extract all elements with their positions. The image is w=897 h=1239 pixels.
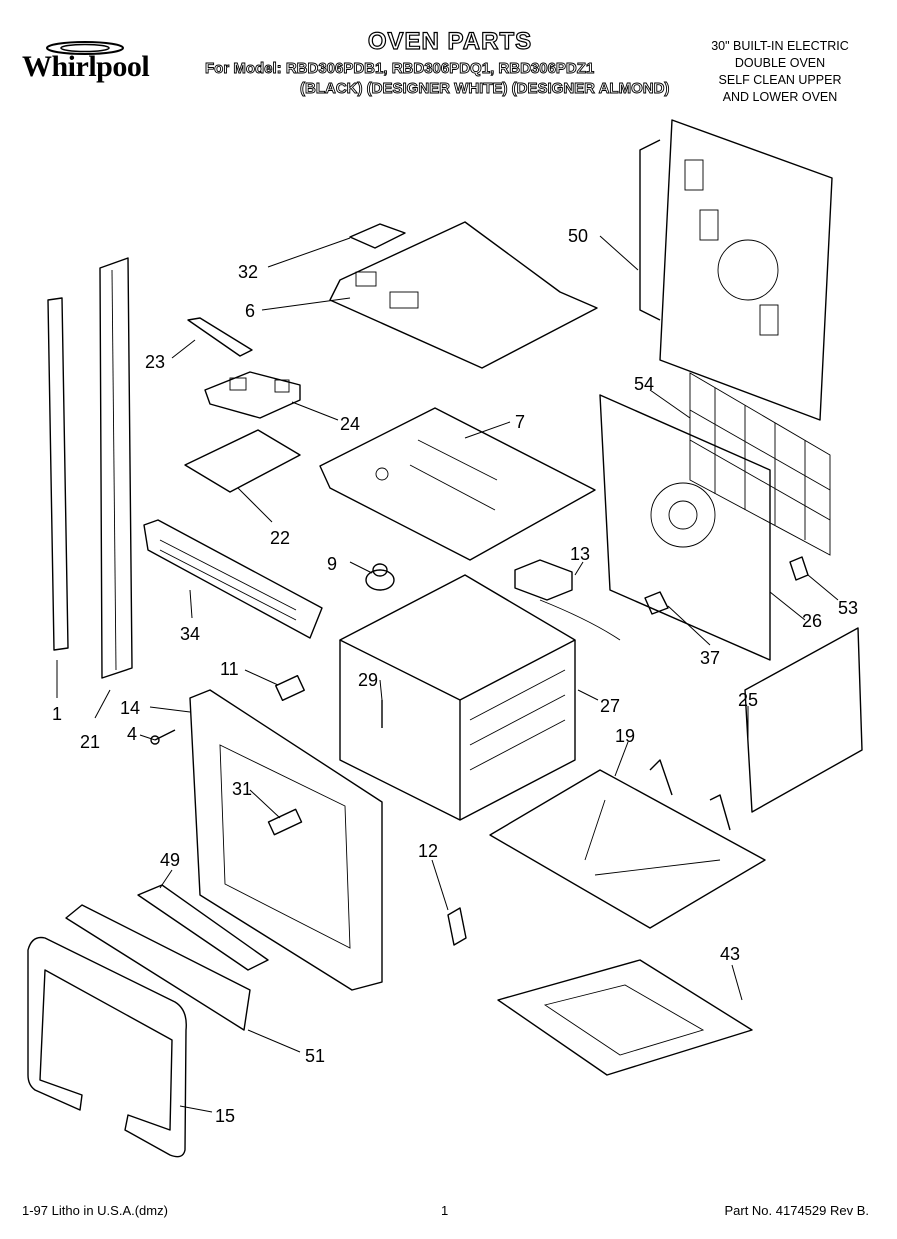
callout-19: 19 bbox=[615, 726, 635, 746]
leader-lines bbox=[56, 235, 839, 1113]
part-32-small-plate bbox=[349, 223, 406, 249]
part-14-front-frame bbox=[189, 689, 383, 991]
part-25-side-panel bbox=[744, 627, 863, 813]
callout-15: 15 bbox=[215, 1106, 235, 1126]
part-37-clip bbox=[644, 591, 669, 615]
part-34-control-panel bbox=[143, 519, 323, 639]
callout-25: 25 bbox=[738, 690, 758, 710]
callout-54: 54 bbox=[634, 374, 654, 394]
brand-name: Whirlpool bbox=[22, 50, 150, 83]
part-9-thermostat bbox=[365, 563, 395, 591]
callout-4: 4 bbox=[127, 724, 137, 744]
logo-swirl-icon bbox=[46, 41, 124, 55]
callout-23: 23 bbox=[145, 352, 165, 372]
callout-7: 7 bbox=[515, 412, 525, 432]
callout-49: 49 bbox=[160, 850, 180, 870]
callout-24: 24 bbox=[340, 414, 360, 434]
part-53-clip bbox=[789, 556, 809, 581]
footer-page-number: 1 bbox=[441, 1203, 449, 1218]
callout-labels: 50 32 6 23 54 24 7 22 9 13 53 26 34 37 1… bbox=[52, 226, 858, 1126]
part-21-side-frame bbox=[99, 257, 133, 679]
part-13-element bbox=[514, 559, 621, 641]
footer-print-info: 1-97 Litho in U.S.A.(dmz) bbox=[22, 1203, 168, 1218]
callout-37: 37 bbox=[700, 648, 720, 668]
part-11-switch bbox=[275, 674, 305, 702]
part-22-plate bbox=[184, 429, 301, 493]
part-31-light-socket bbox=[267, 808, 303, 836]
description-line: DOUBLE OVEN bbox=[734, 56, 826, 70]
part-54-wire-grid bbox=[689, 372, 831, 556]
callout-14: 14 bbox=[120, 698, 140, 718]
callout-9: 9 bbox=[327, 554, 337, 574]
callout-11: 11 bbox=[220, 659, 239, 679]
part-19-bottom-tray bbox=[489, 759, 766, 929]
part-1-trim-strip bbox=[47, 297, 69, 651]
callout-21: 21 bbox=[80, 732, 100, 752]
part-6-top-cover bbox=[329, 221, 598, 369]
part-43-base-pan bbox=[497, 959, 753, 1076]
part-50-rear-panel bbox=[639, 119, 833, 421]
part-54-back-wall bbox=[599, 394, 771, 661]
callout-50: 50 bbox=[568, 226, 588, 246]
description-line: SELF CLEAN UPPER bbox=[718, 73, 842, 87]
callout-31: 31 bbox=[232, 779, 252, 799]
callout-32: 32 bbox=[238, 262, 258, 282]
product-description: 30" BUILT-IN ELECTRIC DOUBLE OVEN SELF C… bbox=[690, 38, 870, 106]
callout-22: 22 bbox=[270, 528, 290, 548]
model-numbers: For Model: RBD306PDB1, RBD306PDQ1, RBD30… bbox=[205, 60, 595, 78]
page-title: OVEN PARTS bbox=[367, 27, 533, 55]
footer-part-number: Part No. 4174529 Rev B. bbox=[724, 1203, 869, 1218]
part-12-latch bbox=[447, 907, 467, 946]
part-7-tray bbox=[319, 407, 596, 561]
part-27-oven-cavity bbox=[339, 574, 576, 821]
part-23-bracket bbox=[187, 317, 253, 357]
description-line: 30" BUILT-IN ELECTRIC bbox=[711, 39, 849, 53]
callout-6: 6 bbox=[245, 301, 255, 321]
callout-13: 13 bbox=[570, 544, 590, 564]
callout-29: 29 bbox=[358, 670, 378, 690]
callout-1: 1 bbox=[52, 704, 62, 724]
callout-34: 34 bbox=[180, 624, 200, 644]
callout-12: 12 bbox=[418, 841, 438, 861]
part-49-vent-strip bbox=[137, 884, 269, 971]
whirlpool-logo: Whirlpool bbox=[20, 40, 185, 90]
part-24-wiring-assembly bbox=[204, 371, 301, 419]
model-colors: (BLACK) (DESIGNER WHITE) (DESIGNER ALMON… bbox=[300, 80, 670, 98]
part-4-screw bbox=[150, 729, 176, 745]
callout-43: 43 bbox=[720, 944, 740, 964]
callout-26: 26 bbox=[802, 611, 822, 631]
callout-27: 27 bbox=[600, 696, 620, 716]
callout-51: 51 bbox=[305, 1046, 325, 1066]
part-51-door-trim bbox=[65, 904, 251, 1031]
callout-53: 53 bbox=[838, 598, 858, 618]
description-line: AND LOWER OVEN bbox=[722, 90, 838, 104]
part-15-door-gasket bbox=[27, 936, 187, 1158]
